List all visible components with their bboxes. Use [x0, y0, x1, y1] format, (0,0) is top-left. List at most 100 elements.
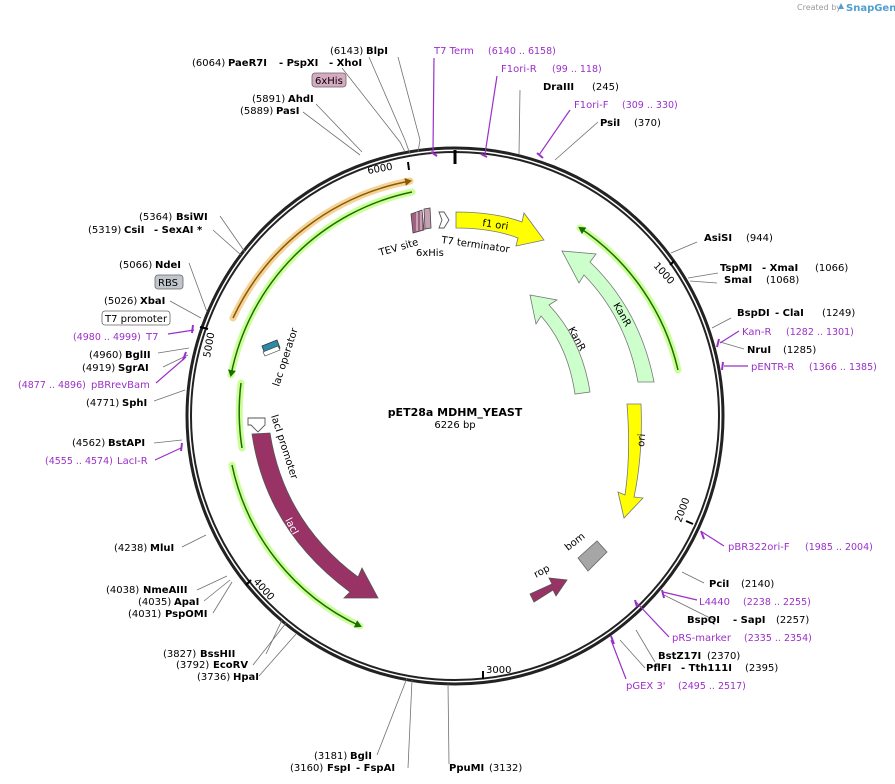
- site-name: ApaI: [174, 597, 199, 608]
- orf-arcs: [227, 177, 682, 630]
- site-name: PflFI: [646, 663, 671, 674]
- leader-lines: [153, 56, 745, 769]
- feature-f1-ori: [455, 211, 545, 247]
- site-name: SgrAI: [118, 363, 149, 374]
- tag-t7-promoter: T7 promoter: [101, 310, 171, 326]
- feature-ori-label: ori: [636, 433, 648, 447]
- tick-label: 6000: [367, 162, 394, 177]
- site-name: PpuMI: [449, 763, 484, 774]
- site-name: PaeR7I: [228, 58, 267, 69]
- feature-ori: [617, 403, 644, 519]
- site-name: NdeI: [155, 260, 181, 271]
- site-name: BglI: [350, 751, 372, 762]
- site-name: BglII: [125, 350, 151, 361]
- primer-lines: [154, 57, 748, 680]
- site-name: MluI: [150, 543, 174, 554]
- tag-rbs: RBS: [154, 274, 184, 290]
- primer-pos: (2335 .. 2354): [744, 633, 812, 644]
- feature-tev-site: [410, 209, 425, 234]
- site-pos: (5364): [139, 212, 172, 223]
- site-name: BssHII: [200, 649, 235, 660]
- primer-pos: (6140 .. 6158): [488, 46, 556, 57]
- site-pos: (5891): [252, 94, 285, 105]
- primer-arrows: [180, 151, 724, 645]
- site-pos: (3181): [314, 751, 347, 762]
- site-pos: (245): [592, 82, 619, 93]
- site-pos: (3827): [163, 649, 196, 660]
- feature-lac-operator-label: lac operator: [271, 326, 300, 388]
- site-pos: (2257): [776, 615, 809, 626]
- site-name: PsiI: [600, 118, 620, 129]
- site-name: FspI: [327, 763, 351, 774]
- feature-6xhis-label: 6xHis: [416, 248, 444, 259]
- primer-name: F1ori-R: [501, 64, 537, 75]
- primer-name: LacI-R: [117, 456, 148, 467]
- site-name: XbaI: [140, 296, 165, 307]
- site-pos: (5889): [240, 106, 273, 117]
- primer-pos: (2495 .. 2517): [678, 681, 746, 692]
- primer-pos: (4980 .. 4999): [73, 332, 141, 343]
- feature-t7-terminator-arrow: [438, 211, 450, 229]
- feature-kanr-inner: [529, 294, 591, 395]
- site-name: HpaI: [233, 672, 259, 683]
- primer-name: L4440: [699, 597, 730, 608]
- primer-pos: (2238 .. 2255): [743, 597, 811, 608]
- plasmid-size: 6226 bp: [434, 420, 475, 431]
- primer-name: T7: [145, 332, 158, 343]
- site-name: AsiSI: [704, 233, 732, 244]
- site-pos: (6064): [192, 58, 225, 69]
- feature-tev-site-label: TEV site: [377, 237, 420, 259]
- feature-6xhis: [423, 207, 432, 230]
- primer-name: pBRrevBam: [91, 380, 150, 391]
- site-name: BspDI: [737, 308, 770, 319]
- primer-pos: (309 .. 330): [622, 100, 678, 111]
- site-name: PspOMI: [165, 609, 207, 620]
- site-pos: (1285): [783, 345, 816, 356]
- feature-t7-terminator-label: T7 terminator: [440, 235, 512, 256]
- site-pos: (5066): [119, 260, 152, 271]
- feature-rop: [529, 577, 568, 603]
- site-name: - FspAI: [356, 763, 395, 774]
- site-name: - PspXI: [279, 58, 318, 69]
- site-pos: (2140): [741, 579, 774, 590]
- tag-6xhis-text: 6xHis: [315, 76, 343, 87]
- tick-label: 3000: [486, 665, 511, 676]
- site-pos: (4035): [138, 597, 171, 608]
- primer-name: pENTR-R: [751, 362, 794, 373]
- site-pos: (944): [746, 233, 773, 244]
- site-name: SmaI: [724, 275, 752, 286]
- primer-name: pBR322ori-F: [728, 542, 790, 553]
- site-name: CsiI: [124, 225, 144, 236]
- site-pos: (4960): [89, 350, 122, 361]
- primer-pos: (99 .. 118): [552, 64, 602, 75]
- feature-laci-promoter: [247, 417, 266, 433]
- site-pos: (1068): [766, 275, 799, 286]
- feature-lac-operator: [261, 339, 281, 357]
- site-name: - ClaI: [775, 308, 804, 319]
- site-pos: (370): [634, 118, 661, 129]
- primer-pos: (1282 .. 1301): [786, 327, 854, 338]
- tick-marks: [199, 161, 694, 679]
- site-pos: (4238): [114, 543, 147, 554]
- site-name: AhdI: [288, 94, 314, 105]
- site-pos: (4919): [82, 363, 115, 374]
- tag-rbs-text: RBS: [158, 278, 178, 289]
- primer-name: Kan-R: [742, 327, 771, 338]
- feature-bom: [577, 540, 608, 572]
- tag-t7-promoter-text: T7 promoter: [104, 314, 168, 325]
- site-name: SphI: [122, 398, 147, 409]
- credit-text: Created by: [797, 3, 841, 12]
- primer-name: T7 Term: [433, 46, 474, 57]
- site-pos: (1249): [822, 308, 855, 319]
- site-pos: (4562): [72, 438, 105, 449]
- site-pos: (3132): [489, 763, 522, 774]
- primer-pos: (1366 .. 1385): [809, 362, 877, 373]
- site-name: - Tth111I: [681, 663, 732, 674]
- site-name: DraIII: [543, 82, 574, 93]
- site-name: BsiWI: [176, 212, 208, 223]
- site-name: EcoRV: [213, 660, 248, 671]
- site-name: NruI: [747, 345, 771, 356]
- site-pos: (4771): [86, 398, 119, 409]
- tag-6xhis: 6xHis: [311, 72, 347, 88]
